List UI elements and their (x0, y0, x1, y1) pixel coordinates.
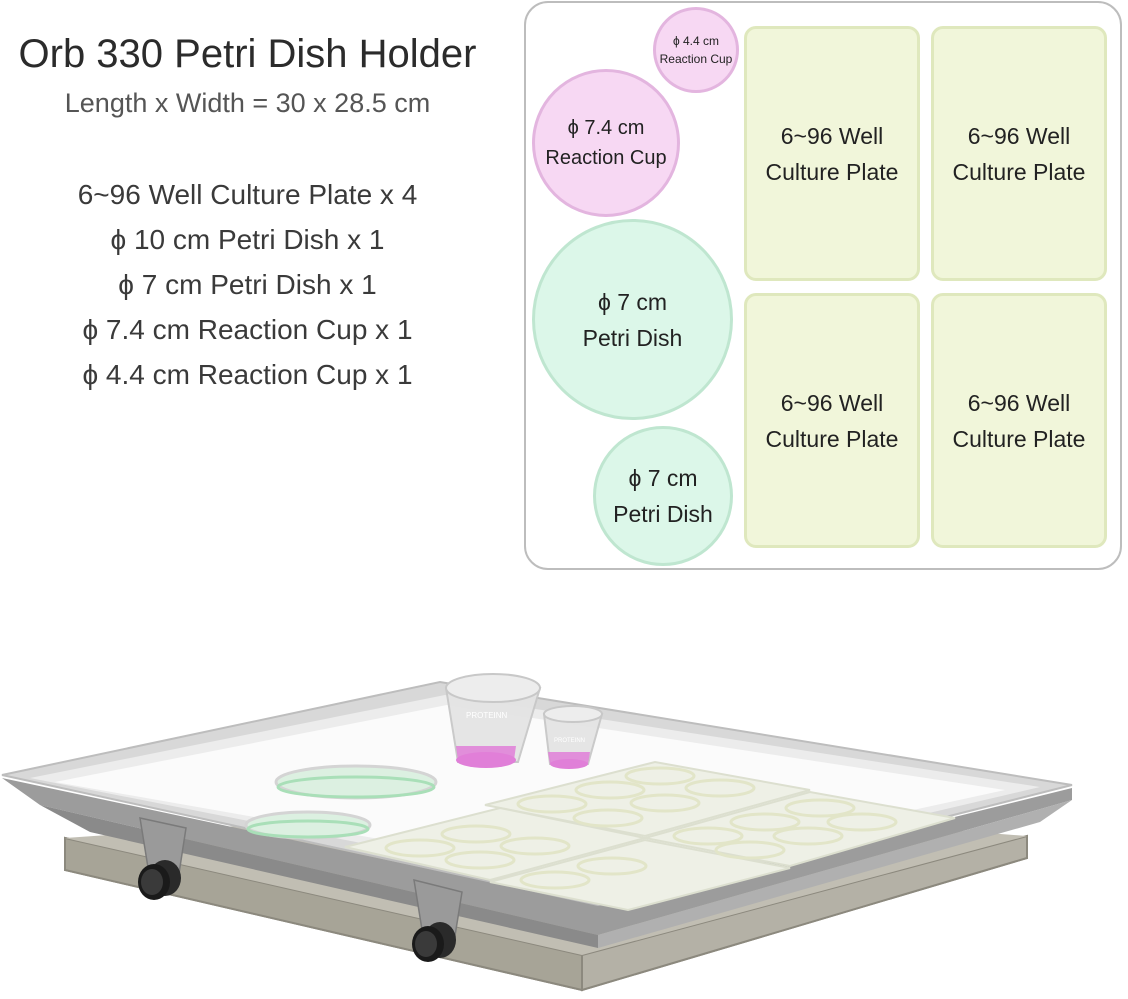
cup-brand-text-small: PROTEINN (554, 738, 585, 744)
large-cup-label: Reaction Cup (545, 147, 667, 169)
plate-type-label: Culture Plate (952, 425, 1086, 452)
plate-wells-label: 6~96 Well (780, 389, 884, 416)
large-cup-size: ϕ 7.4 cm (567, 117, 645, 139)
plate-wells-label: 6~96 Well (780, 122, 884, 149)
culture-plate-slot: 6~96 Well Culture Plate (744, 26, 920, 281)
small-dish-label: Petri Dish (613, 501, 713, 527)
small-cup-label: Reaction Cup (659, 52, 733, 66)
large-dish-size: ϕ 7 cm (597, 288, 668, 315)
tray-petri-dish-large (274, 764, 438, 800)
page-title: Orb 330 Petri Dish Holder (18, 32, 477, 76)
small-cup-size: ϕ 4.4 cm (672, 34, 720, 48)
culture-plate-slot: 6~96 Well Culture Plate (744, 293, 920, 548)
spec-culture-plate: 6~96 Well Culture Plate x 4 (77, 179, 418, 210)
plate-type-label: Culture Plate (765, 425, 899, 452)
clamp-left (138, 817, 187, 900)
clamp-right (412, 878, 463, 962)
plate-wells-label: 6~96 Well (967, 122, 1071, 149)
plate-type-label: Culture Plate (765, 158, 899, 185)
dimensions-text: Length x Width = 30 x 28.5 cm (64, 88, 431, 118)
spec-10cm-petri-dish: ϕ 10 cm Petri Dish x 1 (110, 224, 385, 255)
small-reaction-cup-slot: ϕ 4.4 cm Reaction Cup (653, 7, 739, 93)
tray-reaction-cup-large (444, 673, 542, 768)
cup-brand-text-large: PROTEINN (466, 711, 508, 720)
tray-culture-plates (344, 760, 956, 912)
spec-4-4cm-reaction-cup: ϕ 4.4 cm Reaction Cup x 1 (82, 359, 413, 390)
tray-reaction-cup-small (542, 705, 604, 769)
tray-petri-dish-small (244, 810, 372, 840)
plate-type-label: Culture Plate (952, 158, 1086, 185)
small-dish-size: ϕ 7 cm (628, 465, 698, 491)
spec-7cm-petri-dish: ϕ 7 cm Petri Dish x 1 (118, 269, 377, 300)
large-dish-label: Petri Dish (582, 324, 683, 351)
large-petri-dish-slot: ϕ 7 cm Petri Dish (532, 219, 733, 420)
spec-7-4cm-reaction-cup: ϕ 7.4 cm Reaction Cup x 1 (82, 314, 413, 345)
culture-plate-slot: 6~96 Well Culture Plate (931, 26, 1107, 281)
small-petri-dish-slot: ϕ 7 cm Petri Dish (593, 426, 733, 566)
holder-illustration: PROTEINN PROTEINN (1, 673, 1073, 992)
culture-plate-slot: 6~96 Well Culture Plate (931, 293, 1107, 548)
capacity-list: 6~96 Well Culture Plate x 4 ϕ 10 cm Petr… (0, 175, 495, 400)
large-reaction-cup-slot: ϕ 7.4 cm Reaction Cup (532, 69, 680, 217)
plate-wells-label: 6~96 Well (967, 389, 1071, 416)
well-rings (384, 766, 898, 890)
